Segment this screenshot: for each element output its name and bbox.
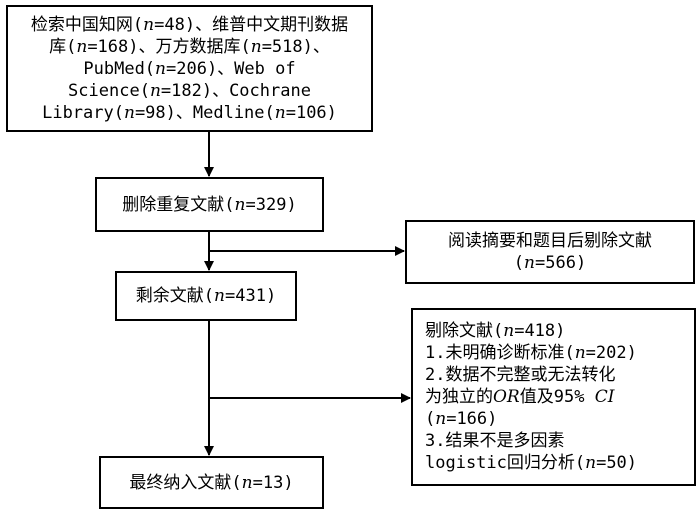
text-run: 最终纳入文献( [129, 472, 242, 493]
box-included: 最终纳入文献(n=13) [99, 456, 324, 509]
box-text-line: (n=566) [407, 252, 693, 274]
box-text-line: Library(n=98)、Medline(n=106) [8, 102, 371, 124]
italic-symbol: CI [594, 387, 615, 407]
box-text-line: 阅读摘要和题目后剔除文献 [407, 230, 693, 252]
italic-symbol: n [143, 14, 155, 35]
text-run: 为独立的 [425, 387, 493, 407]
italic-symbol: n [574, 343, 586, 363]
text-run: =106) [285, 102, 337, 123]
italic-symbol: n [234, 194, 246, 215]
italic-symbol: n [503, 321, 515, 341]
italic-symbol: n [149, 80, 161, 101]
text-run: =202) [585, 343, 637, 363]
box-duplicates-removed: 删除重复文献(n=329) [95, 177, 324, 232]
italic-symbol: n [435, 409, 447, 429]
box-text-line: 3.结果不是多因素 [425, 430, 694, 452]
text-run: 库( [49, 36, 77, 57]
text-run: 2.数据不完整或无法转化 [425, 365, 616, 385]
text-run: =518)、 [261, 36, 330, 57]
italic-symbol: n [274, 102, 286, 123]
text-run: =50) [596, 453, 638, 473]
text-run: logistic回归分析( [425, 453, 586, 473]
text-run: 删除重复文献( [122, 194, 235, 215]
text-run: 阅读摘要和题目后剔除文献 [448, 231, 652, 251]
box-text-line: 最终纳入文献(n=13) [101, 472, 322, 494]
box-text-line: logistic回归分析(n=50) [425, 452, 694, 474]
box-text-line: 剔除文献(n=418) [425, 320, 694, 342]
italic-symbol: n [123, 102, 135, 123]
box-text-line: 2.数据不完整或无法转化 [425, 364, 694, 386]
box-text-line: PubMed(n=206)、Web of [8, 58, 371, 80]
italic-symbol: n [241, 472, 253, 493]
text-run: Library( [42, 102, 124, 123]
text-run: 值及95% [519, 387, 595, 407]
box-text-line: 删除重复文献(n=329) [97, 194, 322, 216]
box-abstract-excluded: 阅读摘要和题目后剔除文献(n=566) [405, 220, 695, 284]
italic-symbol: OR [493, 387, 520, 407]
text-run: =182)、Cochrane [160, 80, 311, 101]
text-run: 1.未明确诊断标准( [425, 343, 575, 363]
text-run: =329) [245, 194, 297, 215]
italic-symbol: n [524, 253, 535, 273]
box-remaining: 剩余文献(n=431) [115, 271, 297, 321]
box-text-line: 1.未明确诊断标准(n=202) [425, 342, 694, 364]
text-run: ( [425, 409, 436, 429]
text-run: =566) [535, 253, 587, 273]
box-fulltext-excluded: 剔除文献(n=418)1.未明确诊断标准(n=202)2.数据不完整或无法转化为… [411, 308, 696, 486]
text-run: =13) [252, 472, 294, 493]
box-text-line: (n=166) [425, 408, 694, 430]
text-run: =431) [225, 286, 277, 306]
box-text-line: Science(n=182)、Cochrane [8, 80, 371, 102]
text-run: 剔除文献( [425, 321, 504, 341]
text-run: =48)、维普中文期刊数据 [154, 14, 349, 35]
text-run: =98)、Medline( [134, 102, 275, 123]
italic-symbol: n [214, 286, 225, 306]
text-run: 剩余文献( [135, 286, 215, 306]
box-text-line: 库(n=168)、万方数据库(n=518)、 [8, 36, 371, 58]
italic-symbol: n [250, 36, 262, 57]
box-text-line: 为独立的OR值及95% CI [425, 386, 694, 408]
text-run: =166) [446, 409, 498, 429]
text-run: Science( [68, 80, 150, 101]
text-run: 3.结果不是多因素 [425, 431, 565, 451]
box-database-search: 检索中国知网(n=48)、维普中文期刊数据库(n=168)、万方数据库(n=51… [6, 5, 373, 132]
italic-symbol: n [76, 36, 88, 57]
text-run: PubMed( [83, 58, 156, 79]
box-text-line: 检索中国知网(n=48)、维普中文期刊数据 [8, 14, 371, 36]
text-run: ( [513, 253, 525, 273]
text-run: =168)、万方数据库( [87, 36, 251, 57]
text-run: =206)、Web of [166, 58, 296, 79]
text-run: 检索中国知网( [30, 14, 144, 35]
italic-symbol: n [155, 58, 166, 79]
italic-symbol: n [585, 453, 597, 473]
text-run: =418) [514, 321, 566, 341]
box-text-line: 剩余文献(n=431) [117, 285, 295, 307]
